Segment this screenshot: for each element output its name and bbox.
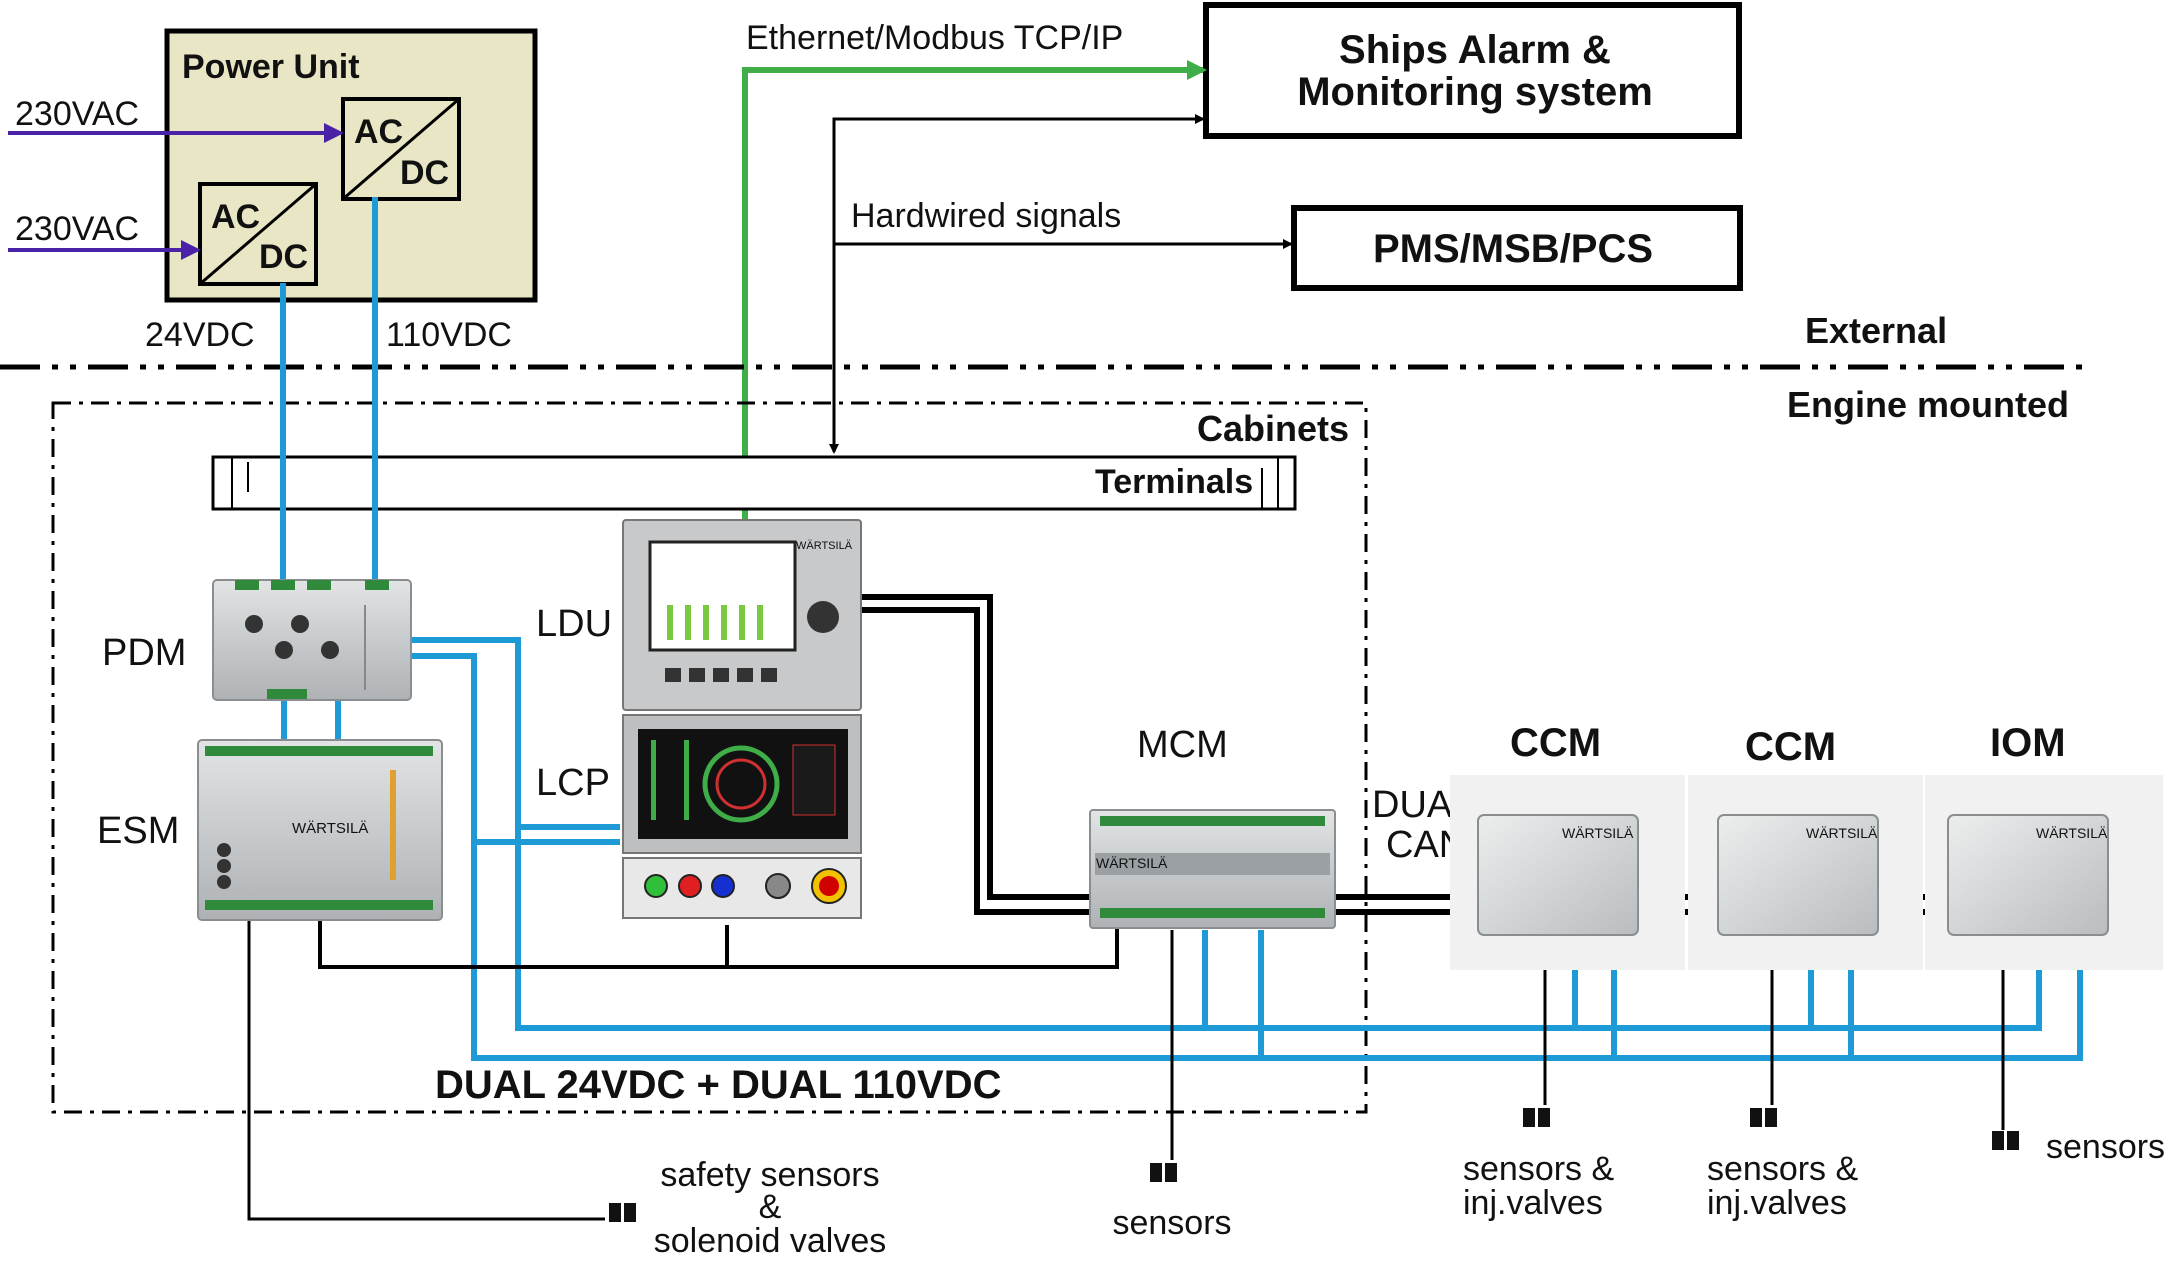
label-110vdc: 110VDC	[386, 316, 512, 354]
ac-dc-converter-lower: AC DC	[198, 182, 318, 286]
ccm-module-2[interactable]: WÄRTSILÄ	[1688, 775, 1923, 970]
ac-dc-converter-upper: AC DC	[341, 97, 461, 201]
svg-text:DC: DC	[400, 154, 449, 192]
iom-sensors-label: sensors	[2046, 1128, 2165, 1166]
power-unit: Power Unit AC DC AC DC	[164, 28, 538, 303]
zone-engine-mounted: Engine mounted	[1787, 384, 2069, 425]
safety-sensors-line3: solenoid valves	[654, 1222, 886, 1260]
iom-module[interactable]: WÄRTSILÄ	[1925, 775, 2163, 970]
zone-external: External	[1805, 310, 1947, 351]
field-device-icons	[609, 1108, 2019, 1222]
ccm1-sensors-line2: inj.valves	[1463, 1184, 1603, 1222]
ccm2-sensors-line2: inj.valves	[1707, 1184, 1847, 1222]
ccm-label-2: CCM	[1745, 725, 1836, 769]
mcm-sensors-label: sensors	[1112, 1204, 1231, 1242]
power-distribution-lines	[280, 197, 2083, 1061]
svg-text:WÄRTSILÄ: WÄRTSILÄ	[796, 540, 853, 552]
cabinets-frame	[51, 401, 1368, 1114]
mode-switch[interactable]	[765, 873, 791, 899]
safety-sensors-line2: &	[759, 1188, 782, 1226]
esm-label: ESM	[97, 810, 179, 852]
reset-button[interactable]	[711, 874, 735, 898]
svg-text:WÄRTSILÄ: WÄRTSILÄ	[292, 820, 368, 837]
esm-module[interactable]: WÄRTSILÄ	[197, 739, 443, 921]
cabinets-label: Cabinets	[1197, 408, 1349, 449]
svg-text:AC: AC	[354, 113, 403, 151]
svg-text:WÄRTSILÄ: WÄRTSILÄ	[1096, 855, 1168, 871]
ccm1-sensors-line1: sensors &	[1463, 1150, 1614, 1188]
svg-text:WÄRTSILÄ: WÄRTSILÄ	[1562, 825, 1634, 841]
hardwired-signals: Hardwired signals	[829, 114, 1293, 454]
safety-sensors-line1: safety sensors	[660, 1156, 879, 1194]
hardwired-label: Hardwired signals	[851, 197, 1121, 235]
terminals-bar: Terminals	[211, 455, 1297, 511]
label-24vdc: 24VDC	[145, 316, 255, 354]
bus-label: DUAL 24VDC + DUAL 110VDC	[435, 1063, 1001, 1107]
svg-text:Ships Alarm &: Ships Alarm &	[1339, 28, 1611, 72]
supply-label-2: 230VAC	[15, 210, 139, 248]
ldu-display[interactable]: WÄRTSILÄ	[622, 519, 862, 711]
mcm-label: MCM	[1137, 724, 1228, 766]
supply-inputs: 230VAC 230VAC	[8, 95, 344, 260]
pdm-module[interactable]	[212, 579, 412, 701]
terminals-label: Terminals	[1095, 463, 1253, 501]
svg-text:DC: DC	[259, 238, 308, 276]
ldu-label: LDU	[536, 603, 612, 645]
pms-box: PMS/MSB/PCS	[1291, 205, 1743, 291]
start-button[interactable]	[644, 874, 668, 898]
pdm-label: PDM	[102, 632, 186, 674]
ams-box: Ships Alarm & Monitoring system	[1203, 2, 1742, 139]
ccm-label-1: CCM	[1510, 721, 1601, 765]
lcp-panel[interactable]	[622, 714, 862, 919]
power-unit-title: Power Unit	[182, 48, 360, 86]
svg-text:PMS/MSB/PCS: PMS/MSB/PCS	[1373, 227, 1653, 271]
supply-label-1: 230VAC	[15, 95, 139, 133]
ccm2-sensors-line1: sensors &	[1707, 1150, 1858, 1188]
iom-label: IOM	[1990, 721, 2066, 765]
ethernet-label: Ethernet/Modbus TCP/IP	[746, 19, 1123, 57]
stop-button[interactable]	[678, 874, 702, 898]
svg-text:AC: AC	[211, 198, 260, 236]
lcp-label: LCP	[536, 762, 610, 804]
mcm-module[interactable]: WÄRTSILÄ	[1089, 809, 1336, 929]
svg-text:Monitoring system: Monitoring system	[1297, 70, 1653, 114]
ethernet-link: Ethernet/Modbus TCP/IP	[742, 19, 1207, 520]
ccm-module-1[interactable]: WÄRTSILÄ	[1450, 775, 1685, 970]
svg-text:WÄRTSILÄ: WÄRTSILÄ	[2036, 825, 2108, 841]
svg-text:WÄRTSILÄ: WÄRTSILÄ	[1806, 825, 1878, 841]
